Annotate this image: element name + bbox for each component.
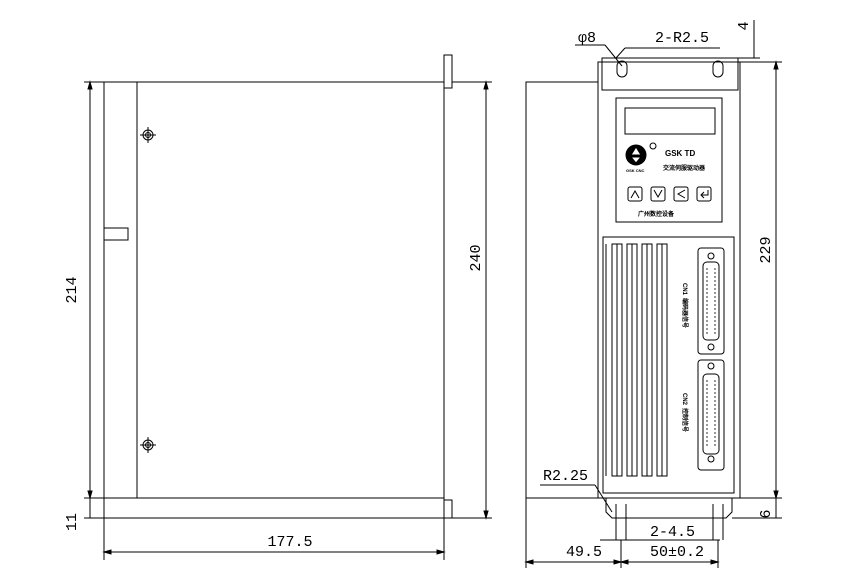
dim-214: 214 [64, 276, 81, 303]
dim-49-5: 49.5 [566, 544, 602, 561]
dim-phi8: φ8 [578, 30, 596, 47]
cn1-side-label: 编码器信号 [681, 298, 689, 328]
dim-2-4-5: 2-4.5 [650, 524, 695, 541]
dim-11: 11 [64, 513, 81, 531]
side-body-outline [103, 81, 445, 499]
dim-177-5: 177.5 [267, 534, 312, 551]
mount-hole-icon [616, 60, 628, 78]
dim-229: 229 [758, 236, 775, 263]
side-top-bracket [443, 54, 453, 89]
connector-cn2 [697, 359, 725, 471]
dim-2-r2-5: 2-R2.5 [655, 30, 709, 47]
heatsink-fins [605, 243, 668, 477]
cn2-label: CN2 [681, 393, 687, 406]
left-icon[interactable] [673, 186, 689, 202]
panel-logo-text: GSK CNC [626, 168, 645, 173]
screw-icon [140, 127, 156, 143]
dim-50: 50±0.2 [650, 544, 704, 561]
cn2-side-label: 控制信号 [681, 408, 689, 432]
front-view [524, 20, 782, 568]
top-mount-tab [601, 57, 739, 91]
display-screen [624, 107, 716, 135]
down-icon[interactable] [650, 186, 666, 202]
bottom-hole-left [615, 504, 627, 540]
mount-hole-icon [712, 60, 724, 78]
lower-panel [602, 236, 735, 494]
side-view [84, 54, 492, 560]
panel-bottom-label: 广州数控设备 [638, 210, 675, 218]
heatsink-outline [525, 81, 599, 499]
connector-cn1 [697, 247, 725, 355]
display-bezel [615, 97, 723, 223]
panel-brand: GSK TD [665, 149, 695, 158]
gsk-logo-icon [625, 142, 657, 166]
dim-r2-25: R2.25 [543, 468, 588, 485]
screw-icon [140, 437, 156, 453]
front-panel-outline [597, 61, 741, 499]
cn1-label: CN1 [681, 283, 687, 296]
bottom-hole-right [712, 504, 724, 540]
dim-240: 240 [468, 244, 485, 271]
dim-6: 6 [758, 509, 775, 518]
enter-icon[interactable] [696, 186, 712, 202]
panel-subtitle: 交流伺服驱动器 [663, 164, 706, 172]
side-base [103, 497, 445, 519]
dim-4: 4 [736, 21, 753, 30]
bottom-mount-tab [605, 498, 733, 519]
up-icon[interactable] [627, 186, 643, 202]
side-bottom-bracket [444, 499, 453, 519]
side-notch [104, 227, 129, 241]
